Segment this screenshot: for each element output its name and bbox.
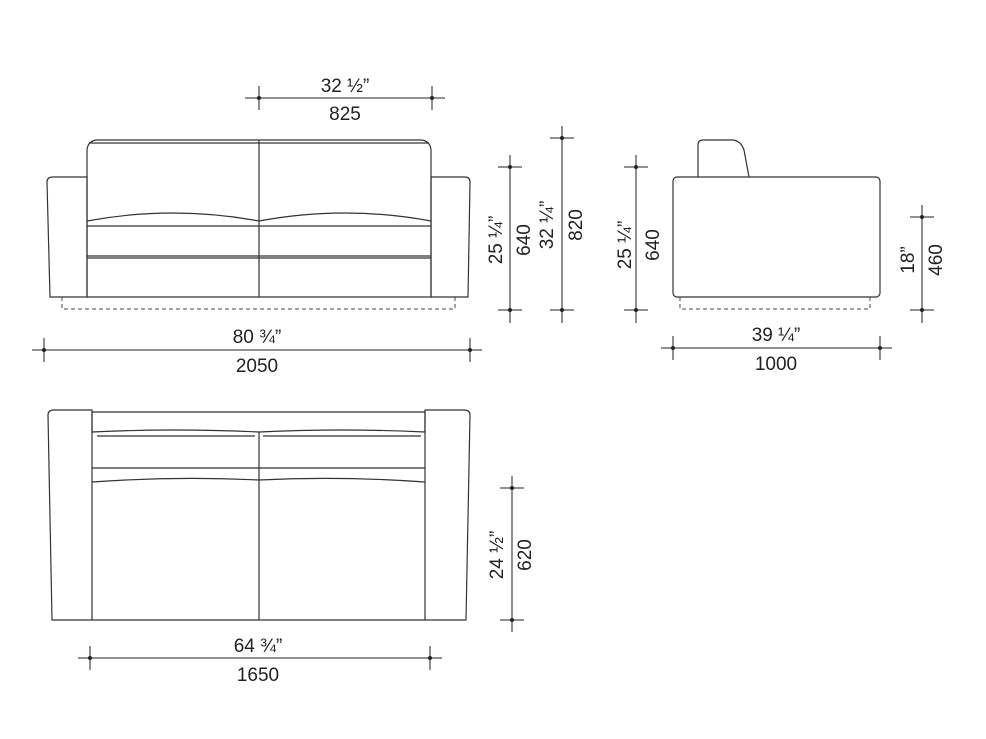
dim-label-imperial: 25 ¼” bbox=[486, 216, 507, 265]
dim-label-metric: 460 bbox=[926, 244, 947, 276]
dim-top-seat-depth: 24 ½” 620 bbox=[487, 476, 536, 632]
dim-label-imperial: 24 ½” bbox=[487, 531, 508, 580]
front-view bbox=[46, 139, 471, 310]
dim-label-metric: 1650 bbox=[237, 665, 279, 686]
dim-side-arm-height: 25 ¼” 640 bbox=[615, 155, 664, 323]
dim-label-metric: 640 bbox=[514, 224, 535, 256]
side-back bbox=[697, 139, 750, 178]
dim-label-metric: 640 bbox=[643, 229, 664, 261]
dim-front-back-height: 32 ¼” 820 bbox=[537, 126, 587, 323]
dim-label-imperial: 39 ¼” bbox=[752, 325, 801, 346]
dim-label-metric: 1000 bbox=[755, 354, 797, 375]
top-view bbox=[47, 409, 471, 621]
dim-front-overall-width: 80 ¾” 2050 bbox=[32, 327, 482, 377]
front-back bbox=[86, 139, 432, 298]
dim-label-metric: 825 bbox=[329, 104, 361, 125]
dim-side-depth: 39 ¼” 1000 bbox=[661, 325, 892, 375]
top-right-arm bbox=[424, 409, 471, 621]
front-right-arm bbox=[430, 176, 471, 298]
dim-label-metric: 820 bbox=[566, 209, 587, 241]
side-view bbox=[672, 139, 881, 310]
dim-front-arm-height: 25 ¼” 640 bbox=[486, 155, 535, 323]
dim-label-imperial: 80 ¾” bbox=[233, 327, 282, 348]
dim-label-imperial: 18” bbox=[898, 246, 919, 273]
dim-label-metric: 2050 bbox=[236, 356, 278, 377]
side-body bbox=[672, 176, 881, 298]
top-back bbox=[91, 411, 426, 432]
dim-label-imperial: 32 ¼” bbox=[537, 201, 558, 250]
front-left-arm bbox=[46, 176, 88, 298]
dim-label-imperial: 25 ¼” bbox=[615, 221, 636, 270]
dim-label-imperial: 64 ¾” bbox=[234, 636, 283, 657]
dim-front-top-width: 32 ½” 825 bbox=[245, 76, 445, 125]
dim-label-imperial: 32 ½” bbox=[321, 76, 370, 97]
dim-side-seat-height: 18” 460 bbox=[898, 205, 947, 323]
top-left-arm bbox=[47, 409, 93, 621]
dim-label-metric: 620 bbox=[515, 539, 536, 571]
dim-top-seat-width: 64 ¾” 1650 bbox=[78, 636, 442, 686]
